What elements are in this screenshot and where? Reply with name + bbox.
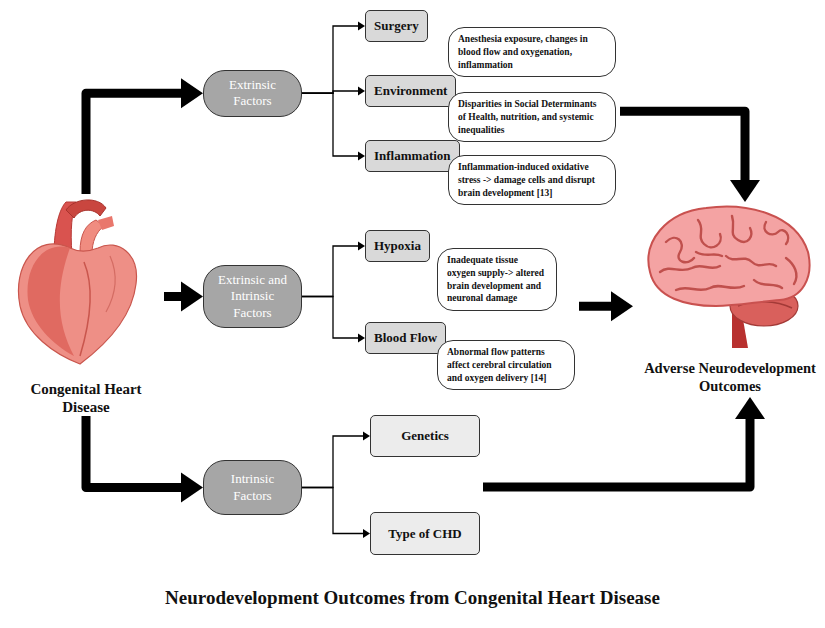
factor-pill: Intrinsic Factors (203, 460, 302, 515)
brain-illustration (636, 202, 814, 350)
node-text: Extrinsic Factors (212, 77, 293, 110)
node-text: Adverse Neurodevelopment Outcomes (619, 360, 825, 395)
connector (302, 297, 365, 343)
arrow-head (358, 87, 365, 96)
node-text: Surgery (374, 18, 419, 34)
connector-line (483, 417, 750, 487)
node-text: Abnormal flow patterns affect cerebral c… (447, 346, 565, 384)
source-label: Congenital Heart Disease (8, 194, 164, 416)
factor-box: Hypoxia (365, 230, 430, 262)
arrow-head (358, 334, 365, 343)
node-text: Extrinsic and Intrinsic Factors (212, 272, 293, 321)
arrow-head (363, 529, 370, 538)
connector-line (86, 93, 183, 194)
node-text: Intrinsic Factors (212, 471, 293, 504)
connector-line (302, 26, 360, 93)
factor-box: Surgery (365, 10, 428, 42)
description-box: Disparities in Social Determinants of He… (448, 92, 616, 142)
arrow-head (611, 291, 633, 321)
connector (302, 22, 365, 94)
arrow-head (363, 432, 370, 441)
description-box: Inflammation-induced oxidative stress ->… (448, 155, 616, 205)
arrow-head (735, 397, 765, 419)
figure-caption: Neurodevelopment Outcomes from Congenita… (0, 587, 825, 609)
factor-box: Environment (365, 75, 456, 107)
connector (302, 488, 370, 539)
connector-line (302, 297, 360, 339)
connector-line (620, 111, 745, 182)
node-text: Type of CHD (388, 526, 461, 542)
connector (86, 78, 203, 194)
connector (579, 291, 633, 321)
connector (302, 432, 370, 488)
connector (164, 282, 203, 312)
node-text: Inadequate tissue oxygen supply-> altere… (447, 254, 547, 305)
factor-box: Type of CHD (370, 512, 480, 555)
factor-pill: Extrinsic Factors (203, 70, 302, 117)
arrow-head (181, 473, 203, 503)
node-text: Hypoxia (374, 238, 421, 254)
connector-line (302, 488, 365, 534)
factor-pill: Extrinsic and Intrinsic Factors (203, 265, 302, 328)
node-text: Disparities in Social Determinants of He… (458, 98, 606, 136)
outcome-label: Adverse Neurodevelopment Outcomes (619, 200, 825, 395)
node-text: Congenital Heart Disease (8, 380, 164, 416)
arrow-head (358, 152, 365, 161)
connector-line (302, 93, 360, 156)
node-text: Environment (374, 83, 447, 99)
description-box: Abnormal flow patterns affect cerebral c… (437, 340, 575, 390)
connector (302, 242, 365, 297)
arrow-head (358, 22, 365, 31)
node-text: Anesthesia exposure, changes in blood fl… (458, 33, 606, 71)
connector (86, 416, 203, 503)
arrow-head (358, 242, 365, 251)
node-text: Blood Flow (374, 330, 437, 346)
connector (302, 93, 365, 160)
connector-line (302, 436, 365, 488)
connector-line (579, 302, 613, 311)
description-box: Inadequate tissue oxygen supply-> altere… (437, 248, 557, 311)
factor-box: Inflammation (365, 140, 460, 172)
connector-line (86, 416, 183, 488)
connector-line (302, 246, 360, 297)
factor-box: Blood Flow (365, 322, 446, 354)
factor-box: Genetics (370, 415, 480, 457)
arrow-head (181, 78, 203, 108)
node-text: Genetics (401, 428, 449, 444)
connector (620, 111, 760, 202)
connector (483, 397, 765, 487)
description-box: Anesthesia exposure, changes in blood fl… (448, 27, 616, 77)
arrow-head (730, 180, 760, 202)
connector-line (164, 292, 183, 301)
node-text: Inflammation-induced oxidative stress ->… (458, 161, 606, 199)
heart-illustration (14, 196, 142, 368)
node-text: Inflammation (374, 148, 451, 164)
arrow-head (181, 282, 203, 312)
